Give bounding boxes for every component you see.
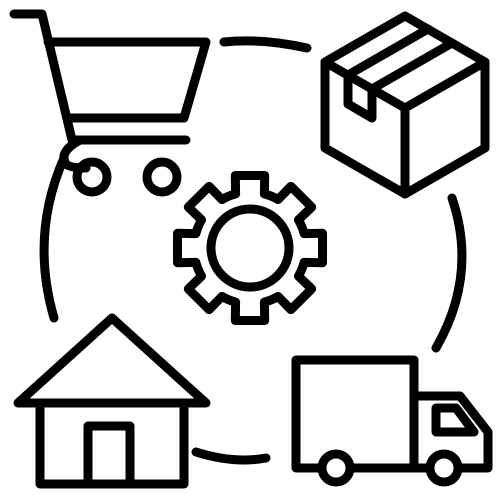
cart-basket bbox=[43, 37, 211, 123]
arc-bottom bbox=[191, 447, 271, 465]
cart-wheel-left bbox=[72, 157, 112, 197]
cycle-arc-connectors bbox=[39, 36, 467, 465]
box-right-face bbox=[400, 57, 490, 199]
box-tape bbox=[343, 24, 457, 123]
gear-icon bbox=[172, 170, 328, 326]
house-door bbox=[83, 421, 135, 489]
package-box-icon bbox=[320, 11, 490, 199]
truck-wheel-rear bbox=[317, 449, 355, 487]
truck-wheel-front bbox=[425, 449, 463, 487]
house-outline bbox=[13, 313, 211, 489]
truck-body bbox=[291, 355, 419, 473]
house-icon bbox=[13, 313, 211, 489]
truck-cab bbox=[409, 391, 493, 473]
gear-center bbox=[206, 204, 294, 292]
shopping-cart-icon bbox=[9, 9, 211, 197]
cart-handle-and-frame bbox=[9, 9, 191, 145]
box-left-face bbox=[320, 57, 410, 199]
arc-left bbox=[39, 153, 69, 323]
arc-right bbox=[431, 193, 467, 353]
cart-wheel-right bbox=[142, 157, 182, 197]
truck-window bbox=[431, 403, 479, 437]
arc-top bbox=[219, 36, 312, 53]
gear-outline bbox=[172, 170, 328, 326]
delivery-truck-icon bbox=[291, 355, 493, 487]
